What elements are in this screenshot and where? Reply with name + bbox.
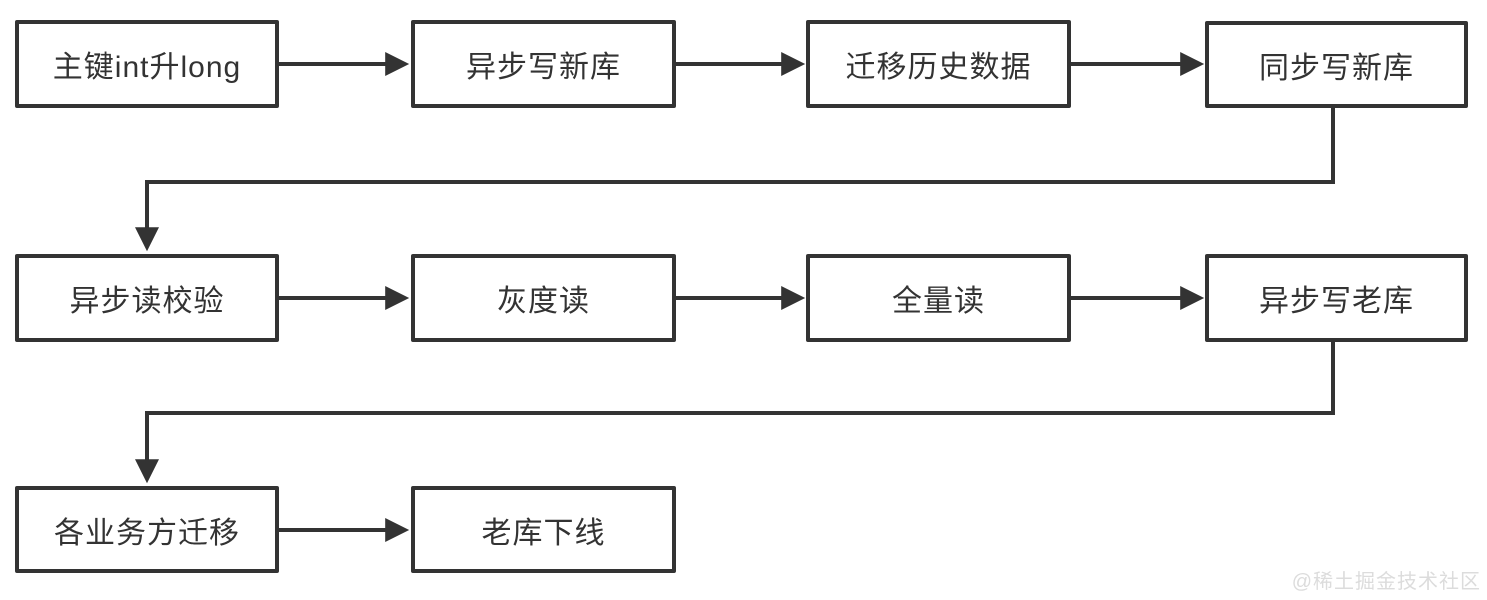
node-async-read-verify: 异步读校验 <box>15 254 279 342</box>
node-gray-read: 灰度读 <box>411 254 676 342</box>
node-pk-int-to-long: 主键int升long <box>15 20 279 108</box>
node-full-read: 全量读 <box>806 254 1071 342</box>
node-async-write-old-db: 异步写老库 <box>1205 254 1468 342</box>
node-business-migration: 各业务方迁移 <box>15 486 279 573</box>
node-sync-write-new-db: 同步写新库 <box>1205 21 1468 108</box>
edge-sync-write-new-to-async-read-verify <box>135 108 1335 252</box>
edge-async-write-old-to-business-migration <box>135 342 1335 484</box>
node-old-db-offline: 老库下线 <box>411 486 676 573</box>
watermark: @稀土掘金技术社区 <box>1291 571 1481 593</box>
node-migrate-history: 迁移历史数据 <box>806 20 1071 108</box>
node-async-write-new-db: 异步写新库 <box>411 20 676 108</box>
